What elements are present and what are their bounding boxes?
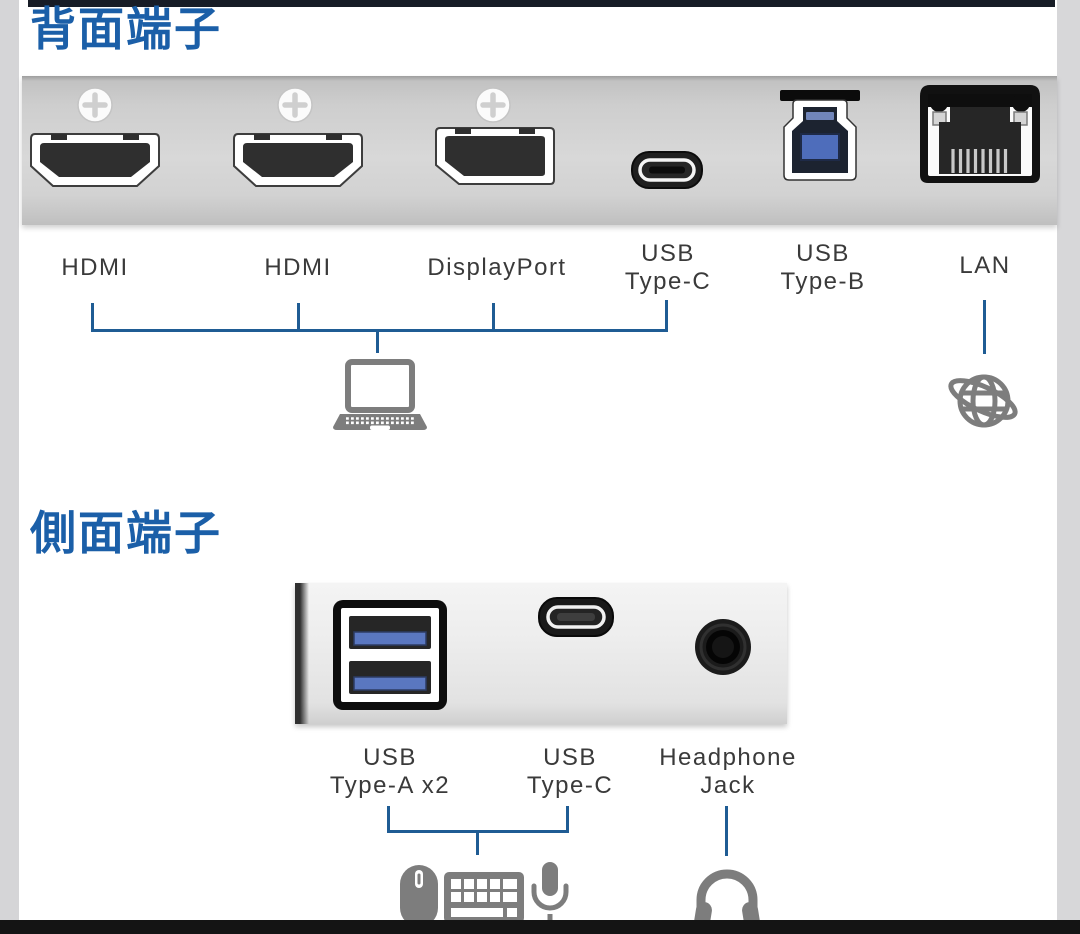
section-title-rear: 背面端子 [30,3,222,55]
port-label-usb-type-c: USB Type-C [624,240,712,295]
displayport-port-icon [435,127,555,185]
usb-a-dual-port-icon [333,600,447,710]
screw-icon [277,87,313,123]
keyboard-icon [443,871,525,929]
side-panel-edge [295,583,309,724]
lan-port-icon [920,85,1040,183]
usb-c-port-icon [538,597,614,637]
port-label-hdmi-2: HDMI [264,254,332,281]
port-label-usb-type-a: USB Type-A x2 [329,744,451,799]
side-port-panel [295,583,787,724]
connector-line-headphone [725,806,728,856]
connector-line [376,332,379,353]
laptop-icon [332,359,428,438]
rear-port-panel [22,76,1057,225]
port-label-lan: LAN [959,252,1011,279]
top-dark-bar [28,0,1055,7]
connector-bar [387,830,569,833]
globe-icon [944,360,1022,443]
mouse-icon [399,864,439,933]
connector-line [492,303,495,332]
connector-line [566,806,569,833]
usb-c-port-icon [631,151,703,189]
connector-line [91,303,94,332]
section-title-side: 側面端子 [30,507,222,559]
right-border-band [1057,0,1080,934]
left-border-band [0,0,19,934]
headphone-jack-icon [695,619,751,675]
connector-line [665,300,668,332]
connector-line-lan [983,300,986,354]
port-label-displayport: DisplayPort [427,254,567,281]
connector-line [476,833,479,855]
port-label-hdmi-1: HDMI [61,254,129,281]
screw-icon [77,87,113,123]
port-label-headphone-jack: Headphone Jack [659,744,797,799]
hdmi-port-icon [30,133,160,187]
connector-line [387,806,390,833]
usb-b-port-icon [780,90,860,181]
bottom-dark-bar [0,920,1080,934]
port-label-usb-type-c-side: USB Type-C [526,744,614,799]
connector-line [297,303,300,332]
screw-icon [475,87,511,123]
hdmi-port-icon [233,133,363,187]
port-label-usb-type-b: USB Type-B [780,240,866,295]
connector-bar [91,329,668,332]
